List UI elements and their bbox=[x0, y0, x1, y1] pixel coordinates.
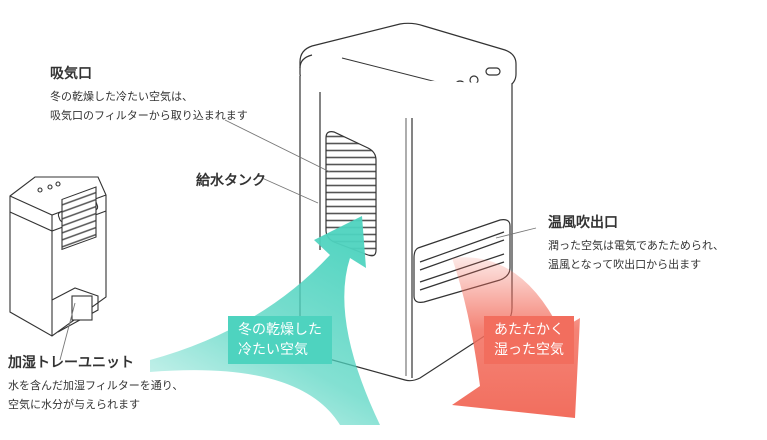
warm-air-tag-line-2: 湿った空気 bbox=[494, 342, 564, 358]
outlet-label: 温風吹出口 潤った空気は電気であたためられ、 温風となって吹出口から出ます bbox=[548, 212, 724, 274]
cold-air-tag-line-1: 冬の乾燥した bbox=[238, 322, 322, 338]
tank-label: 給水タンク bbox=[196, 173, 266, 189]
tray-title: 加湿トレーユニット bbox=[8, 355, 134, 371]
tray-label: 加湿トレーユニット 水を含んだ加湿フィルターを通り、 空気に水分が与えられます bbox=[8, 352, 183, 414]
main-unit-illustration bbox=[299, 22, 517, 382]
outlet-title: 温風吹出口 bbox=[548, 215, 618, 231]
tray-desc-line-1: 水を含んだ加湿フィルターを通り、 bbox=[8, 379, 184, 392]
intake-label: 吸気口 冬の乾燥した冷たい空気は、 吸気口のフィルターから取り込まれます bbox=[50, 63, 248, 125]
intake-desc-line-2: 吸気口のフィルターから取り込まれます bbox=[50, 109, 248, 122]
warm-air-tag: あたたかく 湿った空気 bbox=[484, 316, 574, 364]
leader-lines bbox=[59, 119, 537, 361]
cold-air-tag: 冬の乾燥した 冷たい空気 bbox=[228, 316, 332, 364]
small-unit-illustration bbox=[9, 176, 107, 337]
warm-air-tag-line-1: あたたかく bbox=[494, 322, 564, 338]
intake-desc-line-1: 冬の乾燥した冷たい空気は、 bbox=[50, 90, 193, 103]
intake-title: 吸気口 bbox=[50, 66, 92, 82]
outlet-desc-line-2: 温風となって吹出口から出ます bbox=[548, 258, 702, 271]
cold-air-tag-line-2: 冷たい空気 bbox=[238, 342, 308, 358]
tray-desc-line-2: 空気に水分が与えられます bbox=[8, 398, 140, 411]
outlet-desc-line-1: 潤った空気は電気であたためられ、 bbox=[548, 239, 724, 252]
